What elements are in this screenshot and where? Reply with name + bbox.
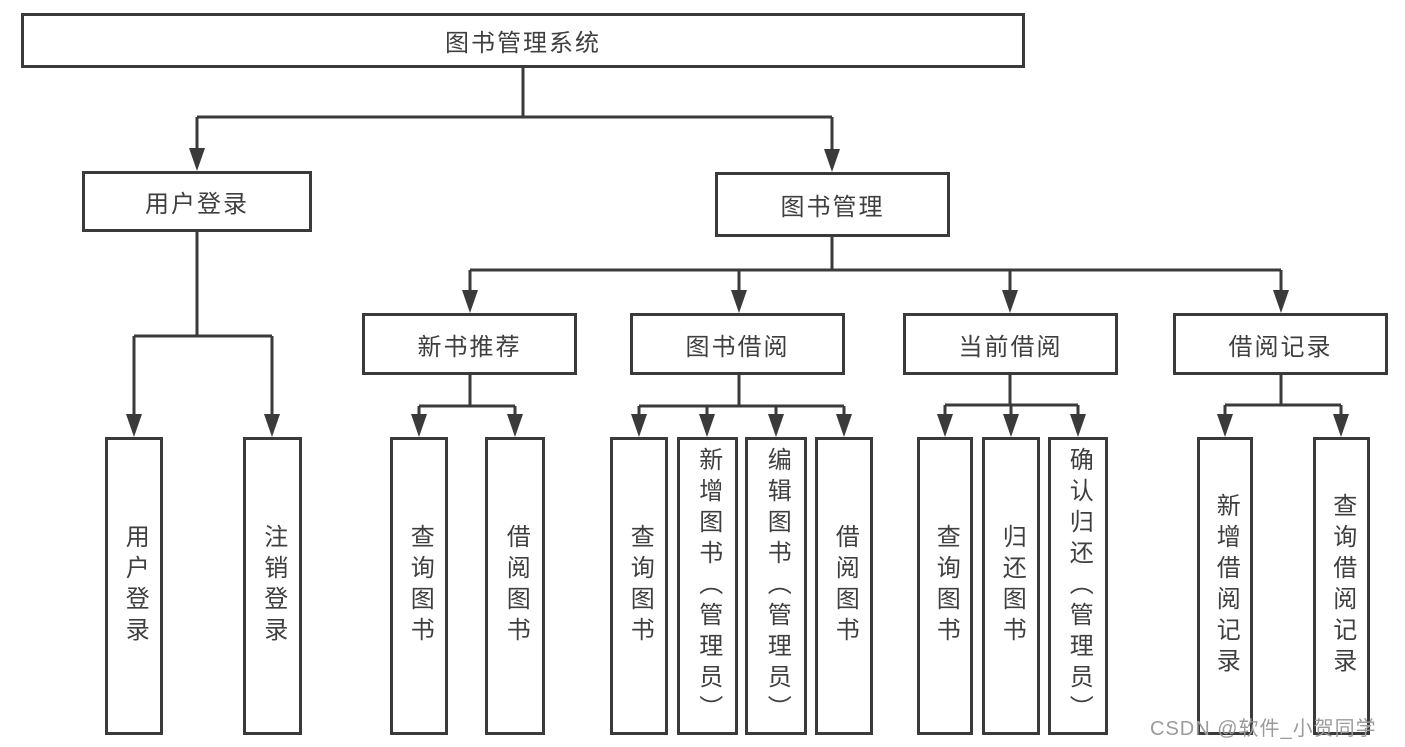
node-label: 借阅图书	[502, 524, 530, 648]
node-label: 用户登录	[121, 524, 149, 648]
arrowhead-icon	[768, 414, 784, 437]
arrowhead-icon	[411, 414, 427, 437]
node-borrow-records: 借阅记录	[1173, 313, 1388, 375]
arrowhead-icon	[937, 414, 953, 437]
arrowhead-icon	[1273, 290, 1289, 313]
arrowhead-icon	[1333, 414, 1349, 437]
leaf-logout: 注销登录	[243, 437, 302, 735]
node-label: 查询图书	[406, 524, 434, 648]
node-label: 借阅图书	[831, 524, 859, 648]
leaf-edit-books-admin: 编辑图书（管理员）	[745, 437, 807, 735]
node-label: 编辑图书（管理员）	[763, 446, 791, 726]
node-label: 用户登录	[145, 191, 249, 218]
arrowhead-icon	[1003, 414, 1019, 437]
leaf-user-login: 用户登录	[105, 437, 163, 735]
node-new-book-recommend: 新书推荐	[362, 313, 577, 375]
node-label: 查询图书	[932, 524, 960, 648]
leaf-query-books-borrow: 查询图书	[610, 437, 668, 735]
leaf-add-borrow-record: 新增借阅记录	[1197, 437, 1253, 735]
arrowhead-icon	[462, 290, 478, 313]
arrowhead-icon	[824, 149, 840, 172]
node-label: 注销登录	[259, 524, 287, 648]
leaf-confirm-return-admin: 确认归还（管理员）	[1048, 437, 1108, 735]
arrowhead-icon	[264, 414, 280, 437]
node-label: 新增借阅记录	[1212, 493, 1240, 679]
arrowhead-icon	[836, 414, 852, 437]
leaf-query-borrow-record: 查询借阅记录	[1313, 437, 1370, 735]
arrowhead-icon	[631, 414, 647, 437]
node-current-borrow: 当前借阅	[903, 313, 1118, 375]
connector-borrow-records-to-leaves	[1217, 375, 1349, 437]
connector-book-management-to-level3	[462, 237, 1289, 313]
node-label: 查询借阅记录	[1328, 493, 1356, 679]
arrowhead-icon	[1070, 414, 1086, 437]
node-label: 图书管理系统	[445, 30, 601, 57]
leaf-borrow-books-recommend: 借阅图书	[485, 437, 545, 735]
node-label: 图书借阅	[685, 333, 790, 361]
node-label: 当前借阅	[958, 333, 1063, 361]
arrowhead-icon	[189, 148, 205, 171]
connector-book-borrow-to-leaves	[631, 375, 852, 437]
node-label: 查询图书	[626, 524, 654, 648]
arrowhead-icon	[1002, 290, 1018, 313]
connector-user-login-to-leaves	[126, 232, 280, 437]
connector-new-book-to-leaves	[411, 375, 523, 437]
node-label: 图书管理	[780, 194, 885, 221]
arrowhead-icon	[699, 414, 715, 437]
leaf-borrow-books: 借阅图书	[815, 437, 873, 735]
node-label: 归还图书	[998, 524, 1026, 648]
arrowhead-icon	[731, 290, 747, 313]
leaf-query-books-recommend: 查询图书	[390, 437, 448, 735]
node-label: 借阅记录	[1228, 333, 1333, 361]
arrowhead-icon	[1217, 414, 1233, 437]
node-label: 新增图书（管理员）	[694, 446, 722, 726]
arrowhead-icon	[126, 414, 142, 437]
node-label: 确认归还（管理员）	[1065, 446, 1093, 726]
node-book-management: 图书管理	[715, 172, 950, 237]
leaf-return-books: 归还图书	[982, 437, 1040, 735]
node-book-borrow: 图书借阅	[630, 313, 845, 375]
connector-current-borrow-to-leaves	[937, 375, 1086, 437]
arrowhead-icon	[507, 414, 523, 437]
csdn-watermark: CSDN @软件_小贺同学	[1150, 718, 1377, 740]
leaf-add-books-admin: 新增图书（管理员）	[677, 437, 738, 735]
connector-root-to-level2	[189, 68, 840, 172]
node-user-login: 用户登录	[82, 171, 312, 232]
node-book-management-system: 图书管理系统	[21, 13, 1025, 68]
leaf-query-books-current: 查询图书	[917, 437, 973, 735]
node-label: 新书推荐	[417, 333, 522, 361]
